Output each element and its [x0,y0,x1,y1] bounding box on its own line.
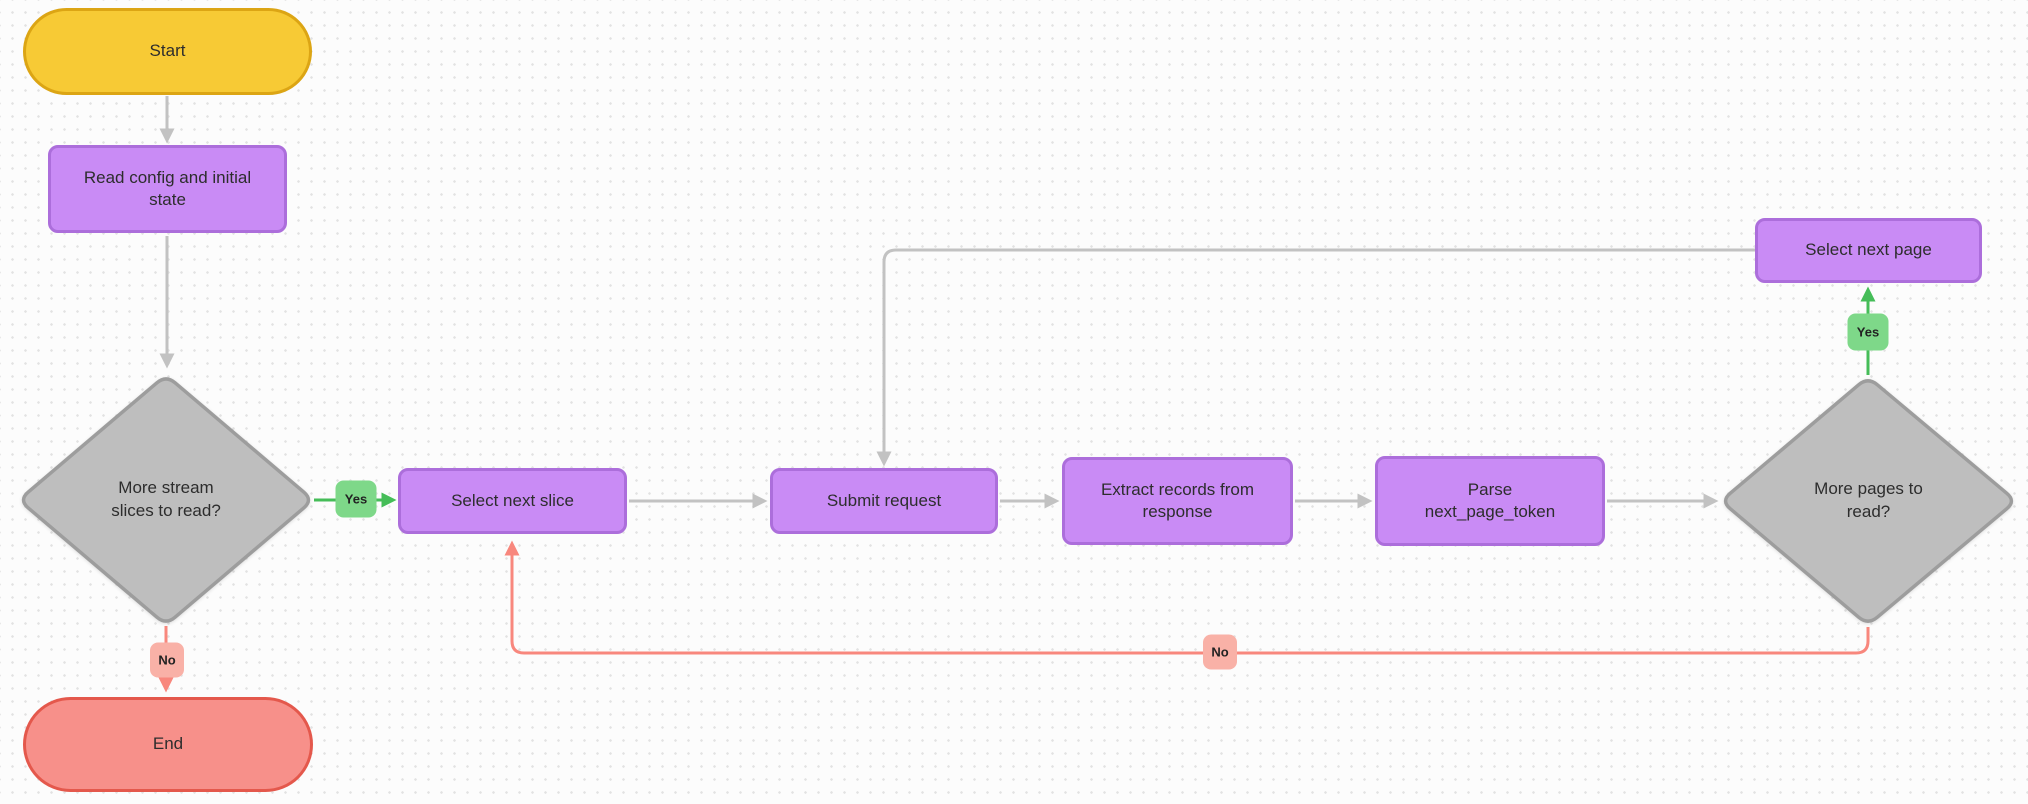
node-label: Submit request [826,490,942,510]
node-read-config: Read config and initial state [48,145,287,233]
node-label: Select next slice [451,490,574,510]
badge-text: No [158,652,176,668]
badge-text: No [1211,644,1229,660]
node-more-slices-label: More stream slices to read? [19,375,313,625]
node-select-slice: Select next slice [398,468,627,534]
node-submit-request: Submit request [770,468,998,534]
node-label: Select next page [1805,240,1932,260]
node-label: More stream slices to read? [111,478,221,520]
edge-label-yes-more-slices: Yes [335,480,377,518]
edge-select-page-to-submit-request [876,248,1755,467]
edge-label-no-more-slices: No [150,642,184,678]
node-label: More pages to read? [1814,479,1923,521]
badge-text: Yes [344,491,368,507]
node-more-pages-label: More pages to read? [1721,377,2016,625]
node-end: End [23,697,313,792]
node-select-page: Select next page [1755,218,1982,283]
node-label: Read config and initial state [83,167,252,209]
node-parse-token: Parse next_page_token [1375,456,1605,546]
node-extract-records: Extract records from response [1062,457,1293,545]
badge-text: Yes [1856,324,1880,340]
node-label: Extract records from response [1100,479,1255,521]
node-start: Start [23,8,312,95]
edge-more-pages-no-to-select-slice [504,540,1870,655]
decision-more-stream-slices [21,377,311,623]
decision-more-pages [1723,379,2014,623]
node-label: End [152,734,184,754]
edge-label-no-more-pages: No [1203,634,1237,670]
node-label: Parse next_page_token [1424,479,1556,521]
node-label: Start [149,41,186,61]
edge-label-yes-more-pages: Yes [1847,313,1889,351]
